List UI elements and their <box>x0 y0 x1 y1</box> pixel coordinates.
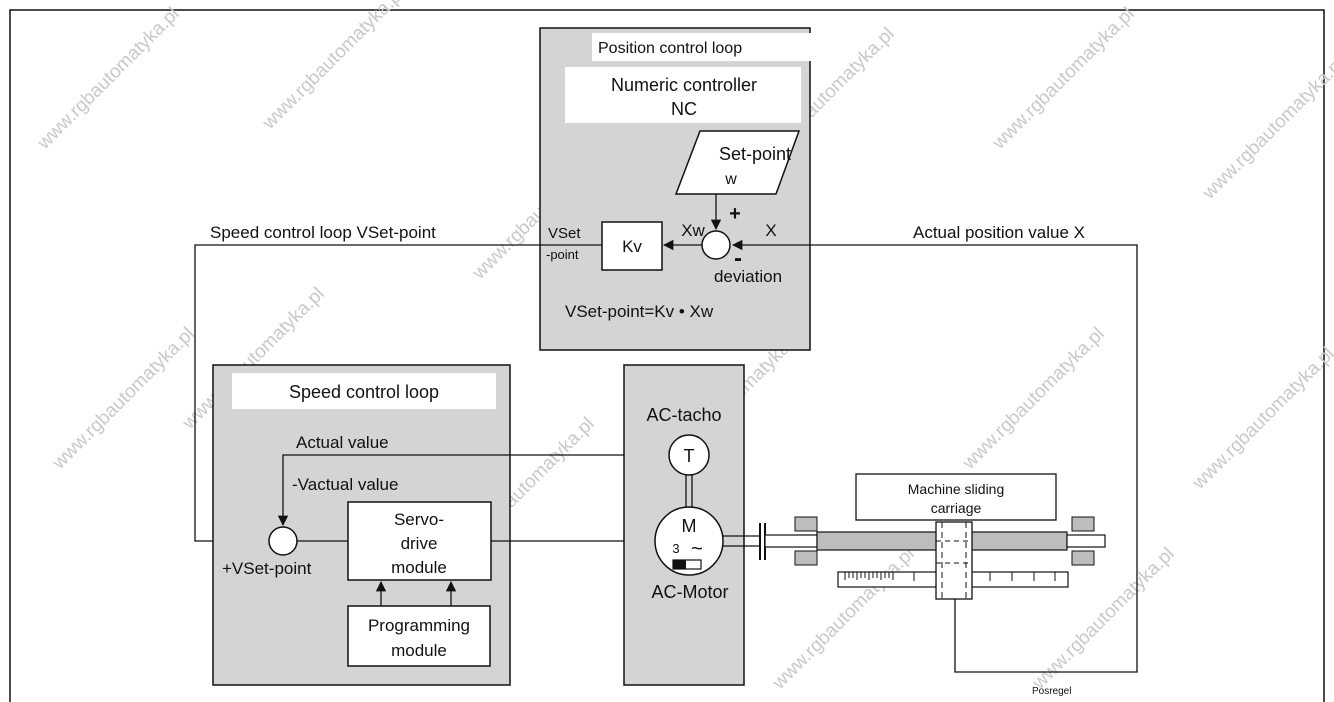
servo-drive-module <box>347 501 492 581</box>
watermark: www.rgbautomatyka.pl <box>33 4 184 155</box>
motor-ac-symbol: ~ <box>691 538 703 560</box>
x-label: X <box>765 221 776 240</box>
vactual-value-label: -Vactual value <box>292 475 398 494</box>
plus-sign: + <box>729 203 741 225</box>
position-loop-title-box <box>592 33 816 61</box>
programming-module <box>347 605 491 667</box>
minus-sign: - <box>734 245 742 272</box>
tacho-symbol <box>668 434 710 476</box>
nc-box <box>565 67 801 123</box>
carriage-label-line1: Machine sliding <box>908 481 1005 497</box>
diagram-frame <box>9 9 1325 702</box>
servo-label-line2: drive <box>401 534 438 553</box>
speed-feedback-line <box>277 454 670 527</box>
motor-label: AC-Motor <box>651 582 728 602</box>
actual-position-feedback-line <box>731 239 1138 673</box>
watermark: www.rgbautomatyka.pl <box>48 324 199 475</box>
watermark: www.rgbautomatyka.pl <box>958 324 1109 475</box>
speed-summing-junction <box>268 526 298 556</box>
deviation-label: deviation <box>714 267 782 286</box>
motor-phase: 3 <box>672 541 679 556</box>
vset-label-line1: VSet <box>548 225 581 242</box>
position-loop-title: Position control loop <box>598 40 742 57</box>
setpoint-label: Set-point <box>719 144 791 164</box>
vset-point-input-label: +VSet-point <box>222 559 312 578</box>
position-formula: VSet-point=Kv • Xw <box>565 302 714 321</box>
xw-label: Xw <box>681 221 705 240</box>
actual-position-label: Actual position value X <box>913 223 1085 242</box>
servo-label-line1: Servo- <box>394 510 444 529</box>
speed-loop-vsetpoint-label: Speed control loop VSet-point <box>210 223 436 242</box>
watermark: www.rgbautomatyka.pl <box>768 544 919 695</box>
servo-label-line3: module <box>391 558 447 577</box>
carriage-label-line2: carriage <box>931 500 982 516</box>
tacho-letter: T <box>684 446 695 466</box>
figure-tag: Posregel <box>1032 686 1071 697</box>
watermark: www.rgbautomatyka.pl <box>988 4 1139 155</box>
carriage-block <box>935 521 973 600</box>
speed-loop-title: Speed control loop <box>289 382 439 402</box>
nc-title-line2: NC <box>671 99 697 119</box>
watermark: www.rgbautomatyka.pl <box>258 0 409 134</box>
actual-value-label: Actual value <box>296 433 389 452</box>
position-summing-junction <box>701 230 731 260</box>
ac-motor-symbol <box>654 506 724 576</box>
motor-letter: M <box>682 516 697 536</box>
speed-loop-title-box <box>232 373 496 409</box>
setpoint-block <box>674 130 801 195</box>
kv-block <box>601 221 663 271</box>
nc-title-line1: Numeric controller <box>611 75 757 95</box>
watermark: www.rgbautomatyka.pl <box>1198 54 1334 205</box>
carriage-label-box <box>855 473 1057 521</box>
tacho-label: AC-tacho <box>646 405 721 425</box>
vset-label-line2: -point <box>546 247 579 262</box>
kv-label: Kv <box>622 237 642 256</box>
motor-indicator-fill <box>673 560 686 569</box>
setpoint-symbol: w <box>724 171 737 188</box>
prog-label-line2: module <box>391 641 447 660</box>
prog-label-line1: Programming <box>368 616 470 635</box>
watermark: www.rgbautomatyka.pl <box>1188 344 1334 495</box>
